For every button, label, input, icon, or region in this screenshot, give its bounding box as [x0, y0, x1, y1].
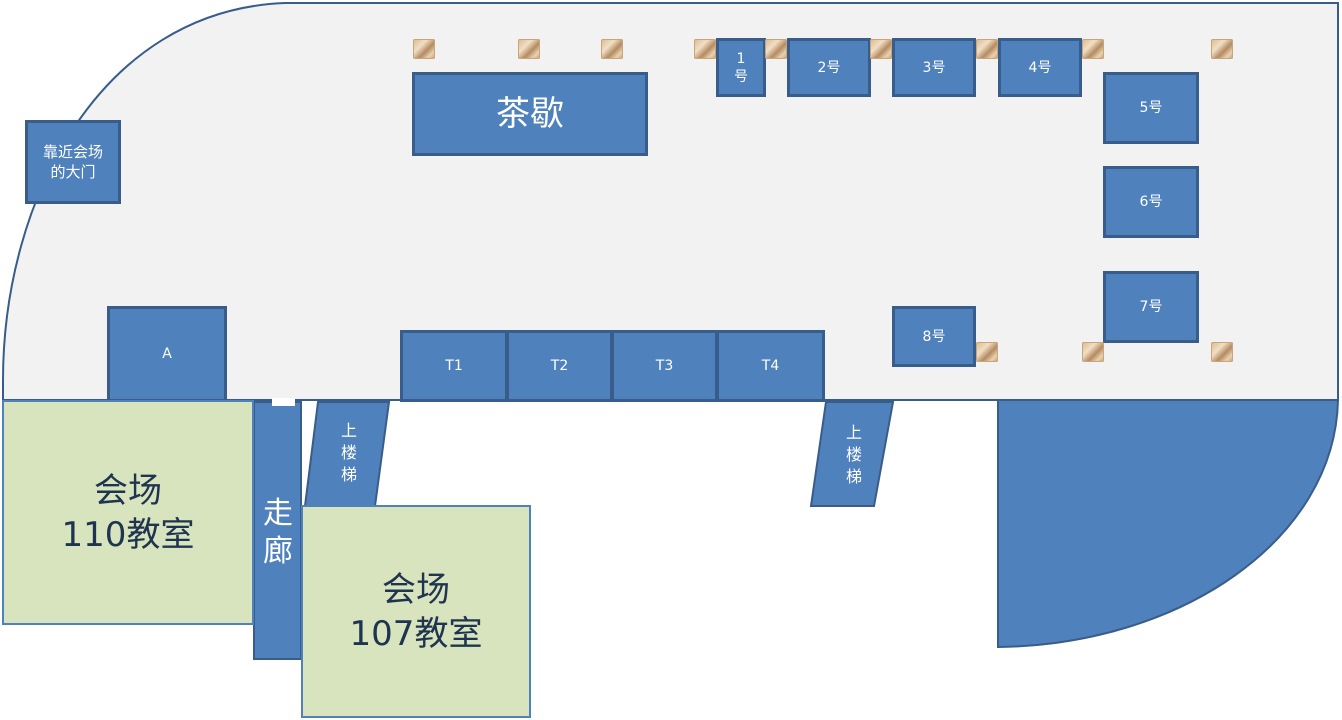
- stairs-right: [809, 401, 895, 507]
- booth-4: 4号: [998, 38, 1082, 97]
- stairs-left-label: 上楼梯: [340, 421, 357, 484]
- chair-icon: [765, 39, 787, 59]
- booth-5: 5号: [1103, 72, 1199, 144]
- table-t3: T3: [611, 330, 718, 402]
- chair-icon: [1082, 342, 1104, 362]
- booth-1: 1号: [716, 38, 766, 97]
- main-door: 靠近会场的大门: [25, 120, 121, 204]
- table-t1-label: T1: [445, 358, 463, 374]
- booth-3-label: 3号: [922, 59, 946, 76]
- chair-icon: [1211, 39, 1233, 59]
- booth-7-label: 7号: [1139, 299, 1163, 315]
- booth-1-label: 1号: [734, 50, 748, 85]
- tea-break-area: 茶歇: [412, 72, 648, 156]
- room-107-line1: 会场: [382, 569, 450, 610]
- room-110-line2: 110教室: [61, 514, 195, 555]
- area-a: A: [107, 306, 227, 402]
- booth-8: 8号: [892, 306, 976, 367]
- room-107: 会场 107教室: [301, 505, 531, 718]
- quarter-round-area: [997, 399, 1340, 649]
- booth-8-label: 8号: [922, 328, 946, 345]
- booth-2: 2号: [787, 38, 871, 97]
- table-t4-label: T4: [761, 358, 780, 374]
- chair-icon: [413, 39, 435, 59]
- chair-icon: [976, 342, 998, 362]
- table-t3-label: T3: [655, 358, 674, 374]
- table-t2-label: T2: [550, 358, 569, 374]
- chair-icon: [1211, 342, 1233, 362]
- chair-icon: [601, 39, 623, 59]
- booth-6-label: 6号: [1139, 194, 1163, 210]
- booth-5-label: 5号: [1139, 100, 1163, 116]
- table-t1: T1: [400, 330, 508, 402]
- tea-break-label: 茶歇: [496, 94, 564, 134]
- booth-2-label: 2号: [817, 59, 841, 76]
- main-door-label: 靠近会场的大门: [42, 143, 103, 181]
- room-110: 会场 110教室: [2, 400, 254, 625]
- chair-icon: [694, 39, 716, 59]
- table-t4: T4: [716, 330, 825, 402]
- chair-icon: [976, 39, 998, 59]
- booth-4-label: 4号: [1028, 59, 1052, 76]
- corridor-opening: [272, 398, 295, 406]
- room-110-line1: 会场: [94, 470, 162, 511]
- stairs-right-label: 上楼梯: [845, 423, 862, 486]
- chair-icon: [870, 39, 892, 59]
- chair-icon: [1082, 39, 1104, 59]
- corridor-label: 走廊: [263, 496, 293, 569]
- booth-7: 7号: [1103, 271, 1199, 343]
- room-107-line2: 107教室: [349, 613, 483, 654]
- table-t2: T2: [506, 330, 613, 402]
- area-a-label: A: [162, 346, 172, 362]
- chair-icon: [518, 39, 540, 59]
- booth-6: 6号: [1103, 166, 1199, 238]
- booth-3: 3号: [892, 38, 976, 97]
